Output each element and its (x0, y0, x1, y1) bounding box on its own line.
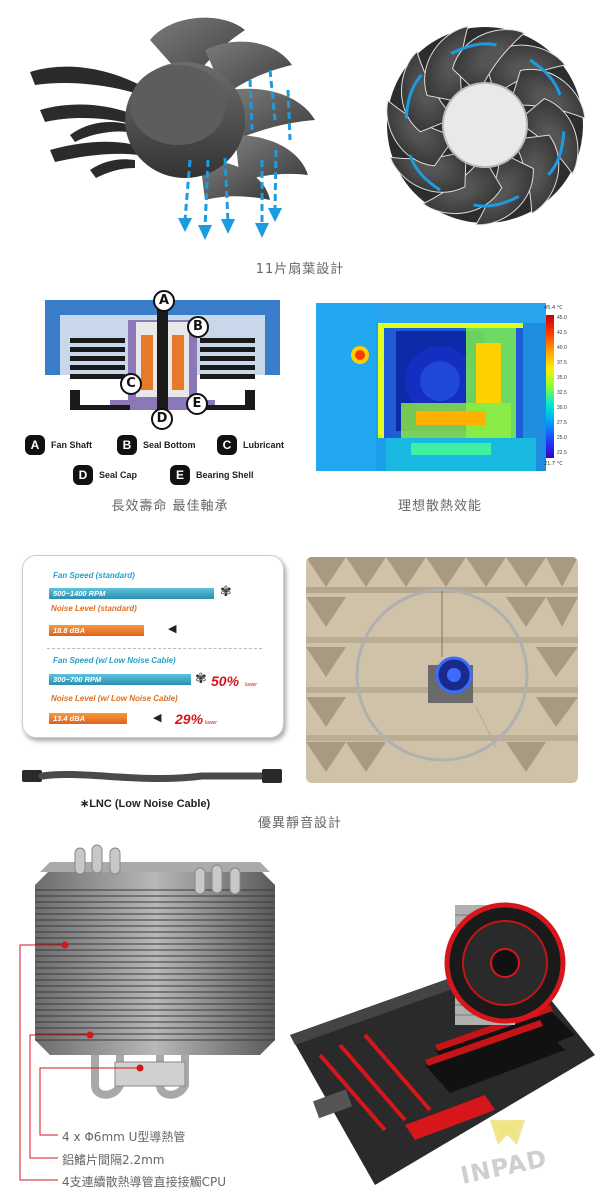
bearing-legend: A Fan Shaft B Seal Bottom C Lubricant D … (25, 435, 305, 490)
scale-color-bar (546, 315, 554, 458)
spec-heatpipe: 4 x Φ6mm U型導熱管 (62, 1130, 186, 1144)
legend-badge: C (217, 435, 237, 455)
fan-speed-lnc-percent: 50% (211, 673, 240, 689)
bearing-letter-a: A (153, 290, 175, 312)
legend-label: Bearing Shell (196, 470, 254, 480)
divider (47, 648, 262, 649)
legend-label: Lubricant (243, 440, 285, 450)
heatsink-illustration (20, 840, 290, 1110)
noise-level-lnc-title: Noise Level (w/ Low Noise Cable) (51, 694, 178, 703)
noise-caption: 優異靜音設計 (257, 816, 342, 831)
scale-tick: 27.5 (557, 420, 567, 426)
legend-item-seal-cap: D Seal Cap (73, 465, 137, 485)
legend-item-bearing-shell: E Bearing Shell (170, 465, 254, 485)
scale-tick: 35.0 (557, 375, 567, 381)
legend-item-lubricant: C Lubricant (217, 435, 284, 455)
fan-blade-caption: 11片扇葉設計 (255, 262, 345, 277)
legend-badge: A (25, 435, 45, 455)
spec-direct-contact: 4支連續散熱導管直接接觸CPU (62, 1175, 227, 1189)
scale-tick: 30.0 (557, 405, 567, 411)
spec-fin-spacing: 鋁鰭片間隔2.2mm (62, 1153, 165, 1167)
noise-level-lnc-percent: 29% (175, 711, 204, 727)
scale-tick: 37.5 (557, 360, 567, 366)
thermal-scale: 45.4 °C 45.0 42.5 40.0 37.5 35.0 32.5 30… (544, 303, 592, 471)
scale-tick: 22.5 (557, 450, 567, 456)
lower-label: lower (245, 682, 257, 688)
inpad-watermark-logo: INPAD (455, 1115, 560, 1195)
noise-level-lnc-bar: 13.4 dBA (49, 713, 127, 724)
fan-speed-lnc-bar: 300~700 RPM (49, 674, 191, 685)
scale-tick: 40.0 (557, 345, 567, 351)
speaker-icon: ◀ (153, 711, 162, 724)
lower-label: lower (205, 720, 217, 726)
scale-min-label: 21.7 °C (544, 461, 563, 467)
motherboard-with-cooler-photo (285, 895, 600, 1185)
legend-badge: B (117, 435, 137, 455)
bearing-caption: 長效壽命 最佳軸承 (111, 499, 229, 514)
lnc-label: ∗LNC (Low Noise Cable) (80, 798, 211, 810)
thermal-image (316, 303, 546, 471)
low-noise-cable-illustration (22, 762, 284, 792)
bearing-letter-b: B (187, 316, 209, 338)
fan-icon: ✾ (195, 671, 207, 687)
fan-front-view-illustration (380, 20, 590, 230)
legend-label: Seal Bottom (143, 440, 196, 450)
legend-label: Fan Shaft (51, 440, 93, 450)
noise-level-standard-bar: 18.8 dBA (49, 625, 144, 636)
speaker-icon: ◀ (168, 622, 177, 635)
scale-max-label: 45.4 °C (544, 305, 563, 311)
fan-side-view-illustration (30, 10, 340, 255)
scale-tick: 42.5 (557, 330, 567, 336)
legend-label: Seal Cap (99, 470, 138, 480)
spec-callout-lines (19, 944, 140, 1181)
legend-item-seal-bottom: B Seal Bottom (117, 435, 196, 455)
bearing-letter-e: E (186, 393, 208, 415)
fan-icon: ✾ (220, 584, 232, 600)
noise-spec-panel: Fan Speed (standard) 500~1400 RPM ✾ Nois… (22, 555, 284, 738)
legend-badge: D (73, 465, 93, 485)
scale-tick: 25.0 (557, 435, 567, 441)
anechoic-chamber-photo (306, 557, 578, 783)
thermal-caption: 理想散熱效能 (397, 499, 482, 514)
fan-speed-standard-bar: 500~1400 RPM (49, 588, 214, 599)
scale-tick: 32.5 (557, 390, 567, 396)
bearing-letter-d: D (151, 408, 173, 430)
fan-speed-standard-title: Fan Speed (standard) (53, 571, 135, 580)
bearing-cross-section-diagram: A B C D E (40, 290, 285, 430)
legend-badge: E (170, 465, 190, 485)
fan-speed-lnc-title: Fan Speed (w/ Low Noise Cable) (53, 656, 176, 665)
scale-tick: 45.0 (557, 315, 567, 321)
legend-item-fan-shaft: A Fan Shaft (25, 435, 92, 455)
bearing-letter-c: C (120, 373, 142, 395)
noise-level-standard-title: Noise Level (standard) (51, 604, 137, 613)
